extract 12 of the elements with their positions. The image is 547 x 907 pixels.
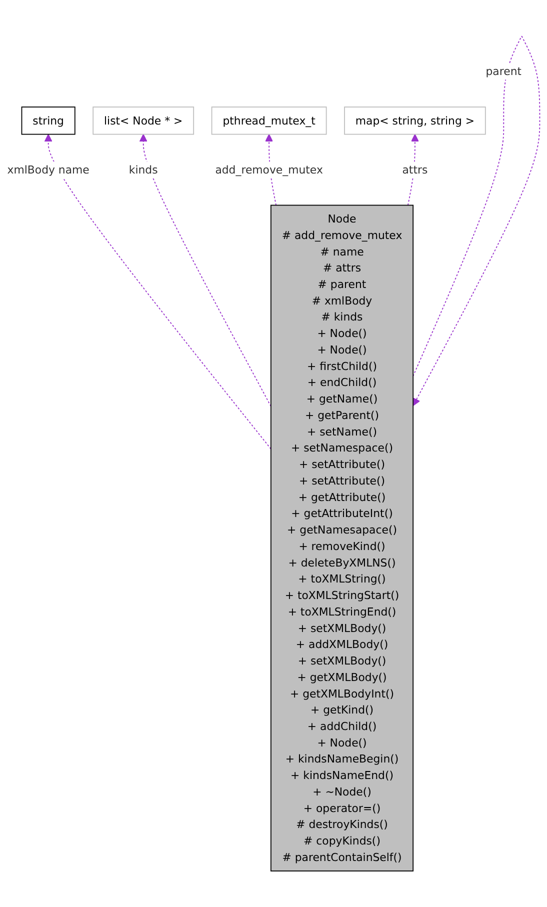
edge-label: kinds xyxy=(128,163,158,176)
arrow xyxy=(412,36,540,406)
edge-label: parent xyxy=(486,65,522,78)
node-box: map< string, string > xyxy=(344,106,486,135)
node-box: Node # add_remove_mutex # name # attrs # parent # xmlBody # kinds + Node() + Node() + firstChild() + endChild() + getName() + getParent() + setName() + setNamespace() + setAttribute() + setAttribute() + getAttribute() + getAttributeInt() + getNamesapace() + removeKind() + deleteByXMLNS() + toXMLString() + toXMLStringStart() + toXMLStringEnd() + setXMLBody() + addXMLBody() + setXMLBody() + getXMLBody() + getXMLBodyInt() + getKind() + addChild() + Node() + kindsNameBegin() + kindsNameEnd() + ~Node() + operator=() # destroyKinds() # copyKinds() # parentContainSelf() xyxy=(270,204,414,872)
edge-label: xmlBody name xyxy=(7,163,90,176)
node-box: string xyxy=(21,106,76,135)
edge-label: attrs xyxy=(402,163,428,176)
arrow xyxy=(44,134,272,450)
node-box: pthread_mutex_t xyxy=(211,106,327,135)
node-box: list< Node * > xyxy=(92,106,194,135)
edge-label: add_remove_mutex xyxy=(215,163,323,176)
